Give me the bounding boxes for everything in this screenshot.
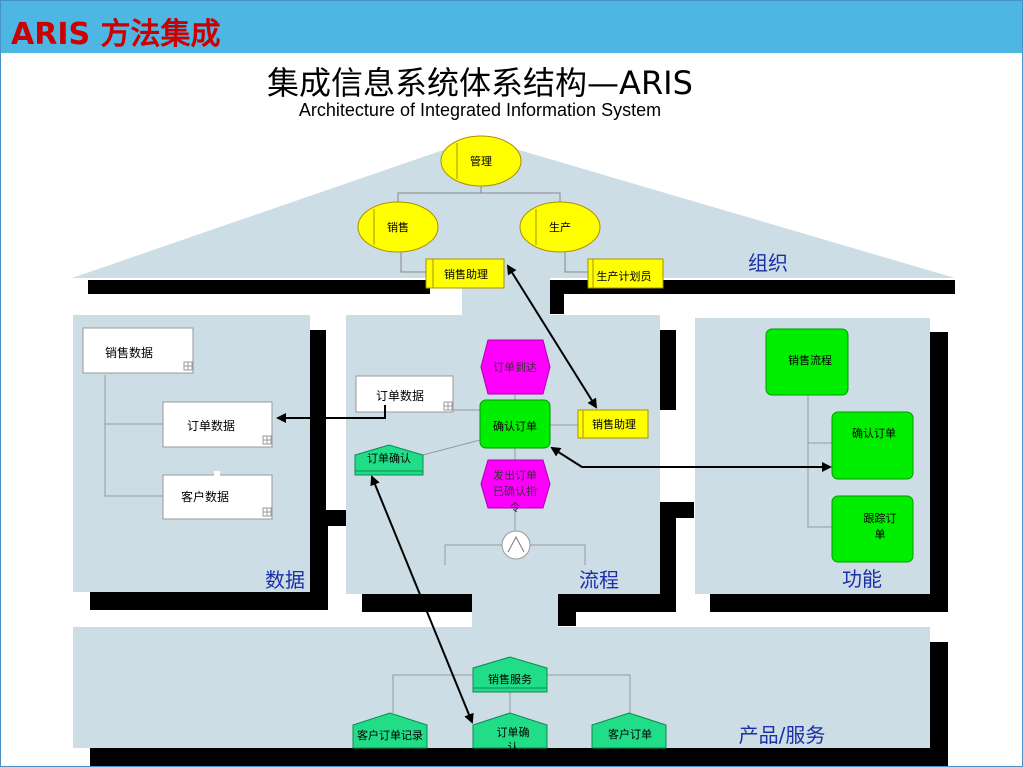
data-node-order-data: 订单数据	[162, 401, 273, 448]
process-order-data-label: 订单数据	[376, 388, 424, 403]
arrow-sales-assistant-link	[506, 264, 598, 409]
header-bar: ARIS 方法集成	[1, 1, 1022, 53]
product-node-order-confirm: 订单确 认	[472, 712, 548, 754]
data-shadow-step-v	[310, 510, 328, 610]
sales-assistant-label: 销售助理	[444, 267, 488, 281]
org-node-sales-assistant: 销售助理	[425, 258, 505, 289]
product-shadow-right	[930, 642, 948, 766]
table-icon	[262, 507, 272, 517]
xor-connector-icon	[501, 530, 531, 560]
process-node-order-data: 订单数据	[355, 375, 454, 413]
section-label-data: 数据	[265, 568, 305, 592]
confirm-order-label: 确认订单	[493, 420, 537, 433]
process-shadow-step-h	[658, 502, 694, 518]
section-label-organization: 组织	[748, 251, 788, 275]
function-node-confirm-order: 确认订单	[831, 411, 914, 480]
process-shadow-bottom-left	[362, 594, 472, 612]
section-label-process: 流程	[579, 568, 619, 592]
issue-order-line3: 令	[510, 500, 521, 514]
slide-subtitle: Architecture of Integrated Information S…	[298, 100, 662, 120]
function-confirm-order-label: 确认订单	[852, 427, 896, 440]
function-confirm-order: 确认订单	[479, 399, 551, 449]
event-issue-order: 发出订单 已确认指 令	[480, 459, 551, 514]
process-sales-assistant-label: 销售助理	[592, 417, 636, 431]
arrow-order-data-link	[276, 405, 386, 423]
production-planner-label: 生产计划员	[597, 269, 652, 283]
process-neck-panel	[472, 590, 558, 630]
arrow-order-confirm-product-link	[370, 475, 474, 724]
product-node-sales-service: 销售服务	[472, 656, 548, 693]
roof-shadow-stub	[550, 280, 564, 314]
management-label: 管理	[470, 154, 492, 168]
product-shadow-bottom	[90, 748, 948, 766]
process-shadow-right	[660, 330, 676, 410]
function-node-track-order: 跟踪订 单	[831, 495, 914, 563]
data-node-customer-data: 客户数据	[162, 471, 273, 520]
relationship-arrows	[276, 264, 832, 724]
customer-order-record-label: 客户订单记录	[357, 728, 423, 742]
customer-data-label: 客户数据	[181, 489, 229, 504]
data-shadow-bottom	[90, 592, 328, 610]
function-node-sales-process: 销售流程	[765, 328, 849, 396]
sales-label: 销售	[387, 220, 409, 234]
function-connectors	[807, 395, 832, 528]
header-title: ARIS 方法集成	[11, 17, 221, 52]
product-order-confirm-line2: 认	[508, 741, 519, 754]
org-node-sales: 销售	[357, 201, 439, 253]
function-shadow-bottom	[710, 594, 948, 612]
order-data-label: 订单数据	[187, 418, 235, 433]
customer-order-label: 客户订单	[608, 727, 652, 741]
sales-data-label: 销售数据	[105, 345, 153, 360]
process-order-confirm-label: 订单确认	[367, 452, 411, 465]
table-icon	[183, 361, 193, 371]
org-node-management: 管理	[440, 135, 522, 187]
arrow-confirm-order-link	[550, 446, 832, 472]
org-node-production-planner: 生产计划员	[587, 258, 664, 289]
issue-order-line1: 发出订单	[493, 468, 537, 482]
product-node-customer-order: 客户订单	[591, 712, 667, 749]
data-node-sales-data: 销售数据	[82, 327, 194, 374]
section-label-function: 功能	[842, 567, 882, 591]
sales-service-label: 销售服务	[488, 672, 532, 686]
process-shadow-bottom-right	[558, 594, 676, 612]
data-connectors	[104, 375, 163, 497]
function-shadow-right	[930, 332, 948, 612]
process-node-order-confirm: 订单确认	[354, 444, 424, 476]
roof-shadow-left	[88, 280, 430, 294]
process-node-sales-assistant: 销售助理	[577, 409, 649, 439]
product-order-confirm-line1: 订单确	[497, 726, 530, 739]
track-order-line1: 跟踪订	[864, 511, 897, 525]
production-label: 生产	[549, 220, 571, 234]
org-node-production: 生产	[519, 201, 601, 253]
process-shadow-step-v	[658, 505, 676, 612]
sales-process-label: 销售流程	[788, 353, 832, 367]
data-shadow-right	[310, 330, 326, 510]
event-order-arrival: 订单到达	[480, 339, 551, 395]
issue-order-line2: 已确认指	[493, 484, 537, 498]
slide-title: 集成信息系统体系结构—ARIS	[267, 64, 693, 102]
table-icon	[443, 401, 453, 411]
track-order-line2: 单	[875, 528, 886, 541]
table-icon	[262, 435, 272, 445]
process-shadow-neck	[558, 594, 576, 626]
section-label-product: 产品/服务	[739, 723, 826, 747]
roof-panel	[72, 138, 955, 278]
data-shadow-step-h	[310, 510, 346, 526]
order-arrival-label: 订单到达	[493, 361, 537, 374]
